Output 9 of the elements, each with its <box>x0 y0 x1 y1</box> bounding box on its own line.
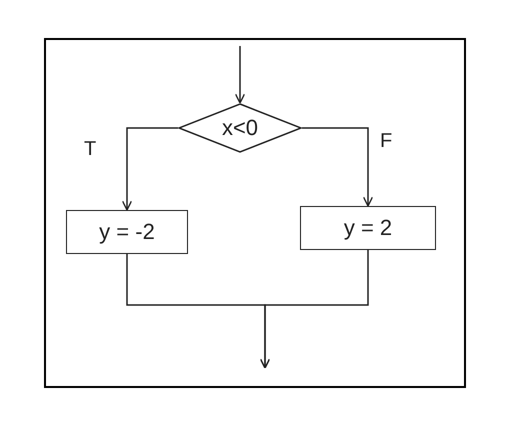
process-box <box>300 206 436 250</box>
node-text: y = -2 <box>99 219 155 245</box>
node-text: y = 2 <box>344 215 392 241</box>
arrow <box>260 250 369 369</box>
arrow <box>302 127 374 207</box>
arrow <box>234 46 246 104</box>
process-box <box>66 210 188 254</box>
node-text: x<0 <box>222 115 258 141</box>
arrow <box>122 127 178 211</box>
